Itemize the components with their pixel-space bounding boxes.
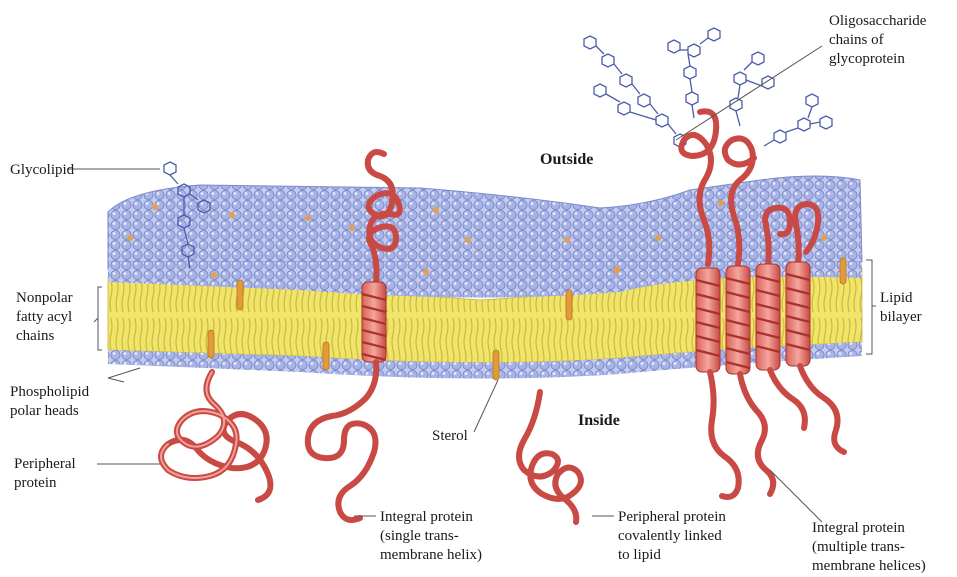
- nonpolar-label-1: Nonpolar: [16, 290, 73, 306]
- peripheral-linked-label-1: Peripheral protein: [618, 509, 726, 525]
- nonpolar-label-2: fatty acyl: [16, 309, 72, 325]
- integral-multiple-label-3: membrane helices): [812, 558, 926, 574]
- peripheral-linked-label-3: to lipid: [618, 547, 661, 563]
- integral-multiple-label-1: Integral protein: [812, 520, 905, 536]
- peripheral-protein: [161, 372, 270, 500]
- peripheral-protein-label-1: Peripheral: [14, 456, 76, 472]
- integral-single-label-1: Integral protein: [380, 509, 473, 525]
- phospholipid-label-2: polar heads: [10, 403, 79, 419]
- peripheral-protein-linked: [519, 392, 581, 522]
- phospholipid-label-1: Phospholipid: [10, 384, 90, 400]
- peripheral-linked-label-2: covalently linked: [618, 528, 722, 544]
- oligosaccharide-label-3: glycoprotein: [829, 51, 905, 67]
- lipid-bilayer-label-1: Lipid: [880, 290, 913, 306]
- lipid-bilayer-label-2: bilayer: [880, 309, 922, 325]
- outside-label: Outside: [540, 151, 593, 168]
- integral-single-label-3: membrane helix): [380, 547, 482, 563]
- nonpolar-label-3: chains: [16, 328, 54, 344]
- integral-single-label-2: (single trans-: [380, 528, 459, 544]
- oligosaccharide-label-1: Oligosaccharide: [829, 13, 927, 29]
- upper-leaflet-surface: [108, 176, 862, 270]
- inside-label: Inside: [578, 412, 620, 429]
- peripheral-protein-label-2: protein: [14, 475, 57, 491]
- sterol-label: Sterol: [432, 428, 468, 444]
- oligosaccharide-label-2: chains of: [829, 32, 884, 48]
- integral-multiple-label-2: (multiple trans-: [812, 539, 905, 555]
- oligosaccharide-chains: [584, 28, 832, 147]
- glycolipid-label: Glycolipid: [10, 162, 75, 178]
